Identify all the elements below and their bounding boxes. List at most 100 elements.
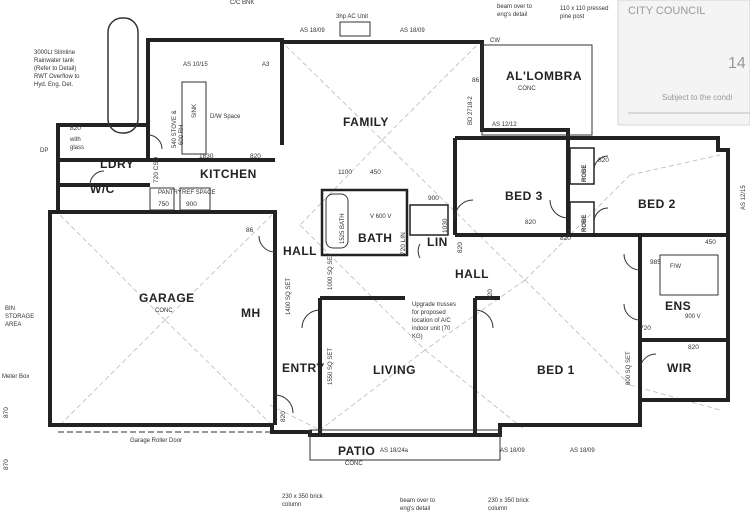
room-robe-a: ROBE xyxy=(582,165,588,182)
room-patio-sub: CONC xyxy=(345,461,363,467)
council-stamp: CITY COUNCIL Subject to the condi 14 xyxy=(617,0,750,126)
upgrade-note-3: location of A/C xyxy=(412,318,451,324)
room-robe-b: ROBE xyxy=(582,215,588,232)
as-top-left-label: AS 18/09 xyxy=(300,28,325,34)
pantry-dim: 750 xyxy=(158,201,169,208)
room-garage-sub: CONC xyxy=(155,308,173,314)
room-bed2: BED 2 xyxy=(638,197,676,211)
walls xyxy=(48,17,730,461)
room-mh: MH xyxy=(241,306,261,320)
brick-col-right-1: 230 x 350 brick xyxy=(488,498,530,504)
room-hall-left: HALL xyxy=(283,244,317,258)
room-bath: BATH xyxy=(358,231,392,245)
tank-note-4: RWT Overflow to xyxy=(34,74,80,80)
dim-820-robe: 820 xyxy=(560,235,571,242)
room-bed1: BED 1 xyxy=(537,363,575,377)
stamp-corner: 14 xyxy=(728,55,746,72)
fw-label: F/W xyxy=(670,264,681,270)
room-wc: W/C xyxy=(90,182,115,196)
dim-820-hall: 820 xyxy=(457,242,464,253)
dw-note: D/W Space xyxy=(210,114,241,120)
meter-box-note: Meter Box xyxy=(2,374,29,380)
upgrade-note-4: indoor unit (70 xyxy=(412,326,451,332)
bath-size-note: 1525 BATH xyxy=(340,213,346,244)
dp-label: DP xyxy=(40,148,48,154)
cw-label: CW xyxy=(490,38,500,44)
sink-note: SINK xyxy=(192,104,198,118)
dim-450-b2: 450 xyxy=(705,239,716,246)
beam-top-note-2: eng's detail xyxy=(497,12,527,18)
tank-note-2: Rainwater tank xyxy=(34,58,75,64)
stamp-council: CITY COUNCIL xyxy=(628,5,705,17)
room-hall-right: HALL xyxy=(455,267,489,281)
dim-720-ldry: 720 CSD xyxy=(153,156,160,183)
tank-note-1: 3000Lt Slimline xyxy=(34,50,76,56)
room-laundry: LDRY xyxy=(100,157,134,171)
as-top-label: AS 12/12 xyxy=(492,122,517,128)
with-glass-note-2: glass xyxy=(70,145,84,151)
bd-label: BD 2718-2 xyxy=(468,96,474,125)
as-top-right-label: AS 18/09 xyxy=(400,28,425,34)
room-lin: LIN xyxy=(427,235,448,249)
bath-vanity-note: V 600 V xyxy=(370,214,391,220)
ac-unit-note: 3hp AC Unit xyxy=(336,14,368,20)
dimensions: 820 720 CSD 1830 820 86 86 1100 450 900 … xyxy=(3,77,716,470)
dim-820-wir: 820 xyxy=(688,344,699,351)
dim-870: 870 xyxy=(3,407,10,418)
with-glass-note-1: with xyxy=(69,137,81,143)
pine-post-note-1: 110 x 110 pressed xyxy=(560,6,608,12)
garage-door-note: Garage Roller Door xyxy=(130,438,182,444)
as-bed1-right-label: AS 18/09 xyxy=(570,448,595,454)
room-bed3: BED 3 xyxy=(505,189,543,203)
room-garage: GARAGE xyxy=(139,291,195,305)
dim-86-hall: 86 xyxy=(246,227,254,234)
dim-86-al: 86 xyxy=(472,77,480,84)
room-living: LIVING xyxy=(373,363,416,377)
dim-820-ldry: 820 xyxy=(70,125,81,132)
rh-note: 600 RH xyxy=(179,125,185,145)
upgrade-note-5: KG) xyxy=(412,334,423,340)
pantry-label: PANTRY xyxy=(158,190,182,196)
dim-870b: 870 xyxy=(3,459,10,470)
tank-note-3: (Refer to Detail) xyxy=(34,66,76,72)
dim-900: 900 xyxy=(428,195,439,202)
sq-set-800: 800 SQ SET xyxy=(626,351,632,385)
ref-space-label: REF SPACE xyxy=(182,190,216,196)
bin-note-2: STORAGE xyxy=(5,314,34,320)
as-patio-label: AS 18/24a xyxy=(380,448,409,454)
dim-1100: 1100 xyxy=(338,169,352,176)
bin-note-1: BIN xyxy=(5,306,15,312)
as-bed1-label: AS 18/09 xyxy=(500,448,525,454)
room-family: FAMILY xyxy=(343,115,389,129)
bin-note-3: AREA xyxy=(5,322,21,328)
tank-note-5: Hyd. Eng. Det. xyxy=(34,82,73,88)
beam-bot-note-1: beam over to xyxy=(400,498,436,504)
upgrade-note-1: Upgrade trusses xyxy=(412,302,456,308)
sq-set-1550: 1550 SQ SET xyxy=(328,348,334,385)
dim-720-lin: 720 LIN xyxy=(400,232,407,255)
room-alfresco-sub: CONC xyxy=(518,86,536,92)
dim-450: 450 xyxy=(370,169,381,176)
as-side-label: AS 12/15 xyxy=(741,185,747,210)
upgrade-note-2: for proposed xyxy=(412,310,446,316)
dim-720-ens: 720 xyxy=(640,325,651,332)
dim-820-bed1: 820 xyxy=(487,289,494,300)
stove-note: 540 STOVE & xyxy=(172,110,178,148)
room-labels: FAMILY AL'LOMBRA CONC KITCHEN LDRY W/C B… xyxy=(90,69,691,467)
room-kitchen: KITCHEN xyxy=(200,167,257,181)
brick-col-left-1: 230 x 350 brick xyxy=(282,494,324,500)
stamp-subject: Subject to the condi xyxy=(662,93,732,102)
dim-1030: 1030 xyxy=(442,218,449,233)
dim-820-entry: 820 xyxy=(280,411,287,422)
beam-top-note-1: beam over to xyxy=(497,4,533,10)
dim-820-kit: 820 xyxy=(250,153,261,160)
room-entry: ENTRY xyxy=(282,361,325,375)
dim-1830: 1830 xyxy=(199,153,214,160)
room-patio: PATIO xyxy=(338,444,375,458)
pine-post-note-2: pine post xyxy=(560,14,585,20)
doors xyxy=(89,134,657,414)
room-ens: ENS xyxy=(665,299,691,313)
dim-820-bed3: 820 xyxy=(525,219,536,226)
dim-985: 985 xyxy=(650,259,661,266)
